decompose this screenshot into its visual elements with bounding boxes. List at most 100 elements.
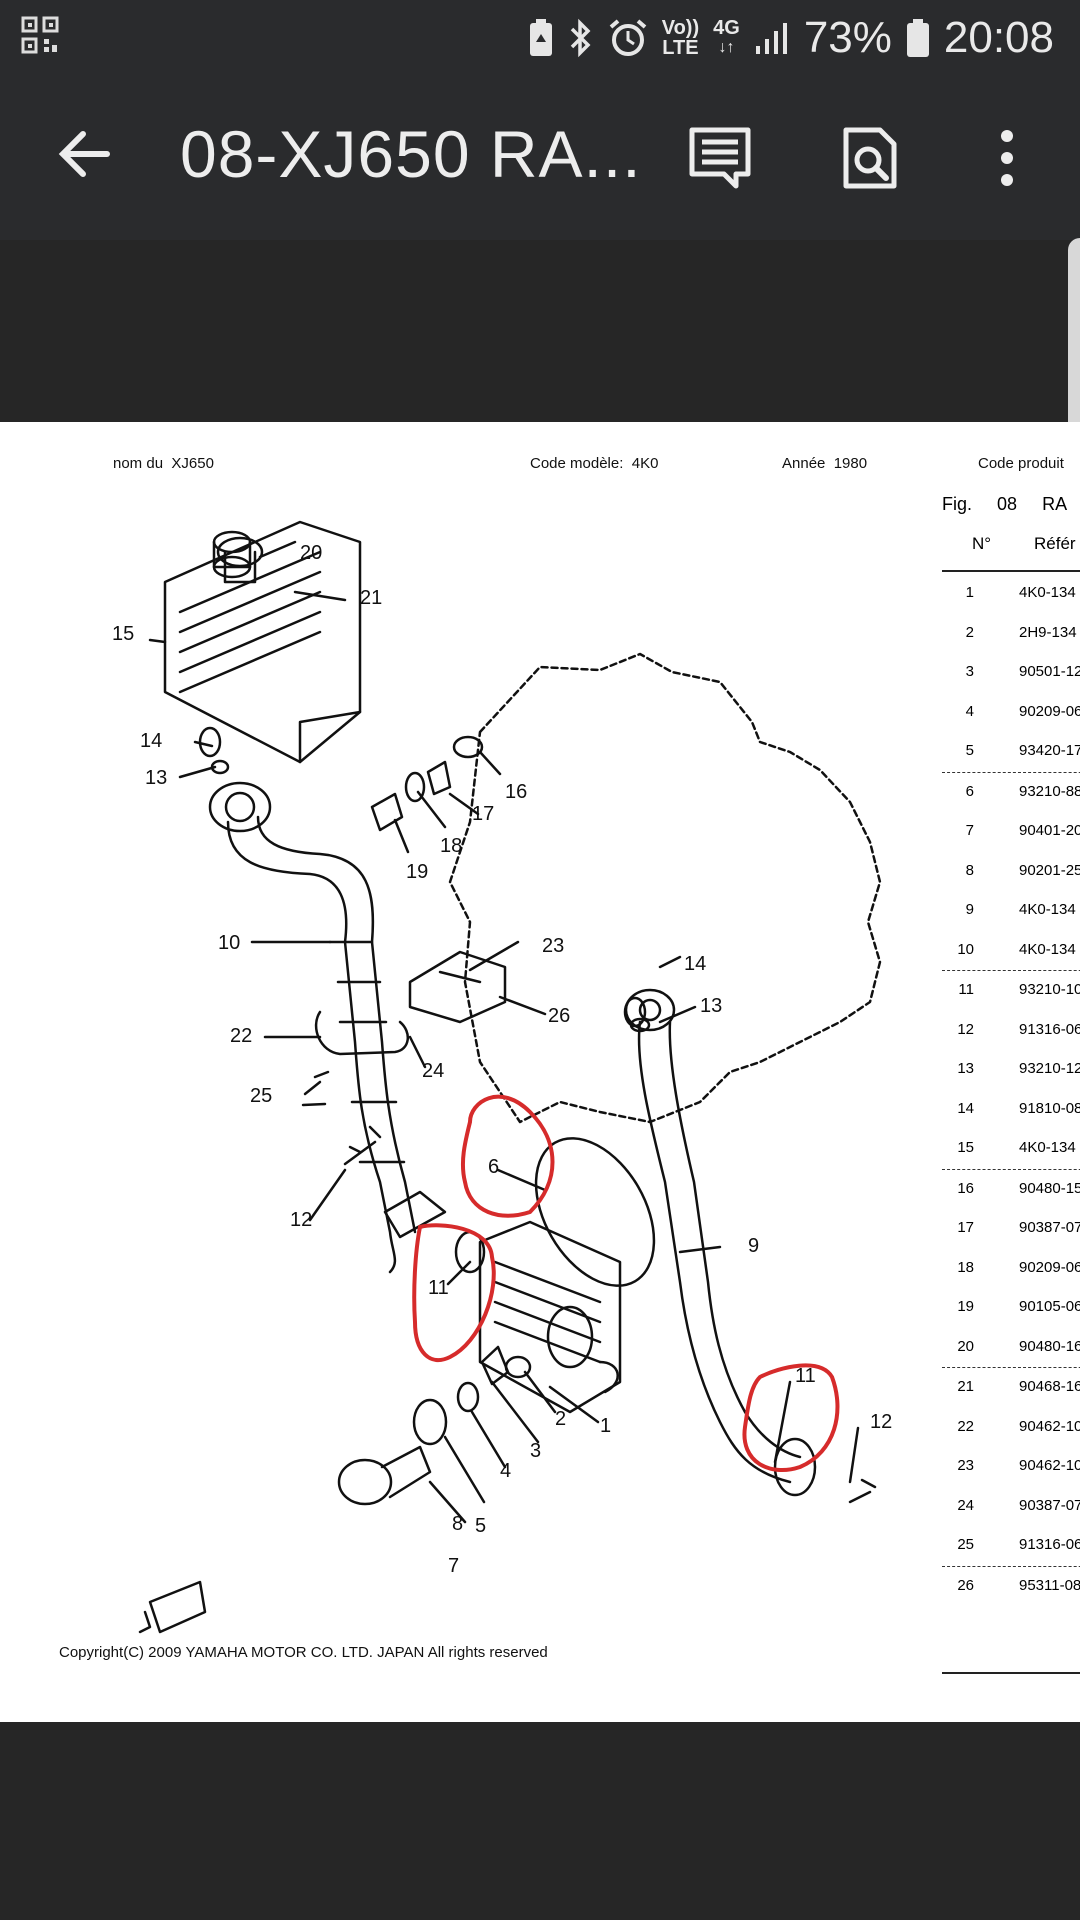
app-bar: 08-XJ650 RA... — [0, 74, 1080, 240]
diagram-callout: 14 — [684, 953, 706, 975]
signal-icon — [755, 23, 787, 54]
part-number: 19 — [957, 1298, 974, 1315]
parts-row: 12 91316-06 — [942, 1011, 1080, 1051]
diagram-callout: 24 — [422, 1060, 444, 1082]
diagram-callout: 23 — [542, 935, 564, 957]
oil-filter-housing — [478, 1220, 622, 1414]
part-code: 90480-15 — [1019, 1179, 1080, 1197]
diagram-callout: 14 — [140, 730, 162, 752]
lte-label: LTE — [662, 37, 699, 59]
exploded-parts-diagram: 2021151413161718191023261413222425126911… — [112, 520, 892, 1634]
diagram-callout: 22 — [230, 1025, 252, 1047]
alarm-icon — [609, 19, 647, 56]
part-number: 9 — [965, 901, 974, 918]
oil-cooler — [163, 520, 362, 764]
diagram-callout: 9 — [748, 1235, 759, 1257]
document-title: 08-XJ650 RA... — [180, 117, 642, 191]
part-number: 8 — [965, 861, 974, 879]
part-number: 12 — [957, 1020, 974, 1038]
model-name-label: nom du — [113, 455, 164, 472]
diagram-callout: 5 — [475, 1515, 486, 1537]
part-number: 15 — [957, 1139, 974, 1156]
part-code: 91316-06 — [1019, 1536, 1080, 1553]
part-code: 93210-10 — [1019, 981, 1080, 998]
diagram-callout: 18 — [440, 835, 462, 857]
part-code: 90501-12 — [1019, 663, 1080, 680]
parts-row: 19 90105-06 — [942, 1288, 1080, 1328]
part-number: 6 — [965, 782, 974, 800]
part-code: 90201-25 — [1019, 861, 1080, 879]
diagram-callout: 3 — [530, 1440, 541, 1462]
more-vert-icon[interactable] — [992, 126, 1022, 190]
diagram-callout: 13 — [700, 995, 722, 1017]
year-label: Année — [782, 455, 826, 472]
model-code-value: 4K0 — [631, 455, 659, 472]
parts-row: 5 93420-17 — [942, 732, 1080, 772]
part-code: 90387-07 — [1019, 1219, 1080, 1236]
product-code-header: Code produit — [978, 455, 1064, 472]
o-ring-6 — [534, 1137, 656, 1287]
part-code: 4K0-134 — [1019, 940, 1076, 958]
fig-number: 08 — [997, 494, 1018, 514]
markup-circle-11-left — [412, 1223, 496, 1363]
diagram-callout: 13 — [145, 767, 167, 789]
diagram-callout: 17 — [472, 803, 494, 825]
group-separator — [942, 771, 1080, 773]
part-number: 2 — [965, 623, 974, 641]
diagram-callout: 21 — [360, 587, 382, 609]
column-number-header: N° — [972, 534, 992, 553]
back-arrow-icon[interactable] — [55, 124, 115, 184]
clamp-22 — [314, 1010, 409, 1056]
model-code-header: Code modèle: 4K0 — [530, 455, 658, 472]
column-reference-header: Référ — [1034, 534, 1076, 553]
part-number: 13 — [957, 1060, 974, 1077]
part-number: 16 — [957, 1179, 974, 1197]
volte-label: Vo)) — [661, 17, 700, 39]
diagram-callout: 7 — [448, 1555, 459, 1577]
part-code: 90209-06 — [1019, 1258, 1080, 1276]
part-number: 22 — [957, 1417, 974, 1435]
markup-circle-11-right — [742, 1363, 840, 1473]
fig-label: Fig. — [942, 494, 973, 514]
battery-percent: 73% — [803, 13, 892, 62]
document-page[interactable]: nom du XJ650 Code modèle: 4K0 Année 1980… — [0, 422, 1080, 1722]
diagram-callout: 8 — [452, 1513, 463, 1535]
figure-heading: Fig. 08 RA — [942, 494, 1067, 515]
markup-circle-6 — [460, 1094, 555, 1218]
bracket-23 — [408, 950, 507, 1024]
year-value: 1980 — [833, 455, 868, 472]
part-code: 91316-06 — [1019, 1020, 1080, 1038]
parts-row: 21 90468-16 — [942, 1368, 1080, 1408]
diagram-callout: 10 — [218, 932, 240, 954]
part-code: 4K0-134 — [1019, 584, 1076, 601]
part-code: 90462-10 — [1019, 1417, 1080, 1435]
search-document-icon[interactable] — [838, 126, 902, 190]
year-header: Année 1980 — [782, 455, 867, 472]
qr-icon — [21, 16, 59, 54]
diagram-callout: 4 — [500, 1460, 511, 1482]
part-code: 90105-06 — [1019, 1298, 1080, 1315]
part-code: 93420-17 — [1019, 742, 1080, 759]
comment-icon[interactable] — [688, 126, 752, 190]
part-number: 5 — [965, 742, 974, 759]
part-code: 90468-16 — [1019, 1378, 1080, 1395]
part-number: 20 — [957, 1337, 974, 1355]
viewer-background — [0, 240, 1080, 422]
part-code: 90387-07 — [1019, 1496, 1080, 1514]
group-separator — [942, 1565, 1080, 1567]
part-code: 90462-10 — [1019, 1457, 1080, 1474]
diagram-callout: 26 — [548, 1005, 570, 1027]
model-code-label: Code modèle: — [530, 455, 624, 472]
fig-suffix: RA — [1042, 494, 1068, 514]
part-code: 93210-88 — [1019, 782, 1080, 800]
part-number: 21 — [957, 1378, 974, 1395]
